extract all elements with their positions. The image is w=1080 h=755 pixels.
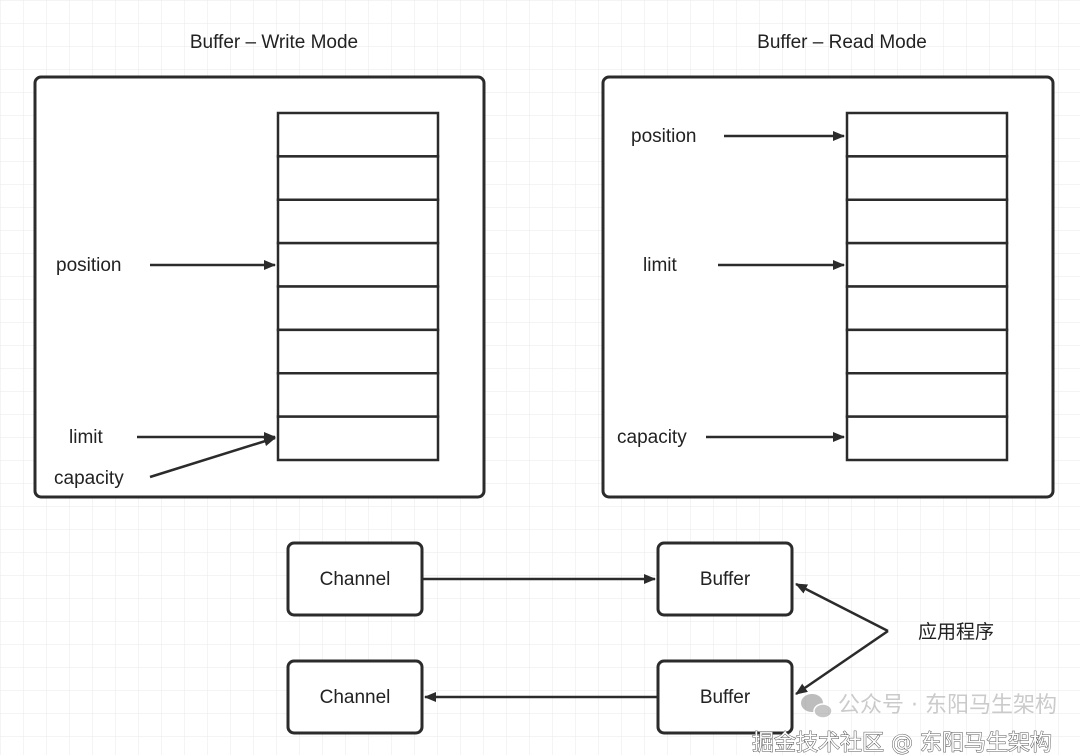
channel-bottom-label: Channel [320,687,391,708]
buffer-cell [845,111,1009,158]
buffer-cell [845,241,1009,288]
buffer-top-box [656,541,794,617]
buffer-cell [276,198,440,245]
read-mode-buffer-cells [845,111,1009,462]
buffer-cell [845,372,1009,418]
application-label: 应用程序 [918,621,994,643]
read-mode-title: Buffer – Read Mode [757,32,927,53]
channel-top-box [286,541,424,617]
buffer-bottom-box [656,659,794,735]
buffer-bottom-label: Buffer [700,687,751,708]
channel-bottom-box [286,659,424,735]
application-to-buffer-top-arrow [795,582,889,633]
buffer-cell [276,155,440,201]
buffer-cell [276,415,440,462]
buffer-cell [845,328,1009,375]
buffer-cell [276,372,440,418]
buffer-cell [276,111,440,158]
write-mode-buffer-cells [276,111,440,462]
write-capacity-label: capacity [54,468,124,489]
write-capacity-arrow [149,436,276,479]
read-limit-label: limit [643,255,677,276]
buffer-cell [276,328,440,375]
buffer-cell [845,198,1009,245]
buffer-cell [845,285,1009,332]
watermark-main: 掘金技术社区 @ 东阳马生架构 [752,731,1052,755]
read-position-label: position [631,126,697,147]
buffer-cell [845,155,1009,201]
watermark-faded: 公众号 · 东阳马生架构 [838,693,1057,718]
buffer-top-label: Buffer [700,569,751,590]
write-mode-title: Buffer – Write Mode [190,32,358,53]
buffer-cell [845,415,1009,462]
write-limit-label: limit [69,427,103,448]
write-position-label: position [56,255,122,276]
wechat-icon [801,694,833,719]
application-to-buffer-bottom-arrow [795,629,889,696]
channel-top-label: Channel [320,569,391,590]
read-capacity-label: capacity [617,427,687,448]
buffer-cell [276,241,440,288]
buffer-cell [276,285,440,332]
